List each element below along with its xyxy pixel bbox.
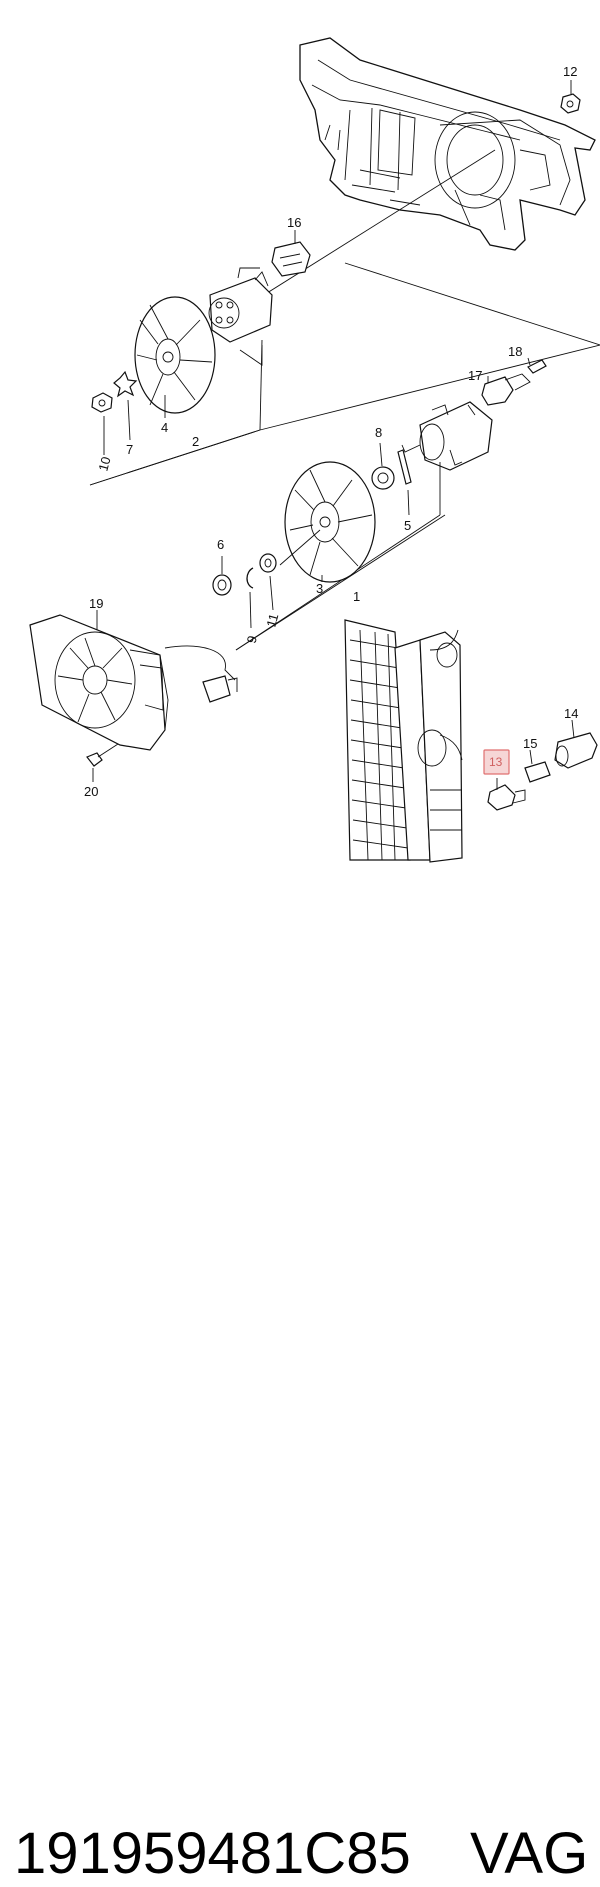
nut-12 — [560, 80, 581, 114]
connector-17 — [481, 373, 531, 406]
callout-19: 19 — [89, 596, 103, 611]
callout-8: 8 — [375, 425, 382, 440]
fan-assembly-1 — [212, 357, 547, 651]
callout-17: 17 — [468, 368, 482, 383]
callout-16: 16 — [287, 215, 301, 230]
temperature-switch-13 — [487, 778, 526, 811]
radiator — [344, 619, 463, 863]
callout-13-highlight — [483, 749, 510, 775]
callout-1: 1 — [353, 589, 360, 604]
radiator-support-frame — [299, 37, 596, 251]
callout-18: 18 — [508, 344, 522, 359]
callout-10: 10 — [95, 455, 113, 473]
footer: 191959481C85 VAG — [0, 905, 600, 1886]
callout-20: 20 — [84, 784, 98, 799]
callout-3: 3 — [316, 581, 323, 596]
part-number: 191959481C85 — [14, 1821, 411, 1886]
callout-12: 12 — [563, 64, 577, 79]
connector-15 — [524, 749, 551, 783]
callout-15: 15 — [523, 736, 537, 751]
callout-4: 4 — [161, 420, 168, 435]
brand-name: VAG — [470, 1821, 589, 1886]
callout-5: 5 — [404, 518, 411, 533]
callout-6: 6 — [217, 537, 224, 552]
boot-14 — [554, 719, 598, 769]
connector-16 — [271, 230, 311, 277]
callout-7: 7 — [126, 442, 133, 457]
callout-13: 13 — [489, 755, 503, 769]
callout-14: 14 — [564, 706, 578, 721]
exploded-parts-diagram: 1 2 3 4 5 6 7 8 9 10 11 12 13 14 15 16 1… — [29, 37, 600, 863]
fan-with-shroud-19 — [29, 610, 238, 782]
callout-2: 2 — [192, 434, 199, 449]
screw-18 — [527, 357, 547, 374]
callout-11: 11 — [263, 612, 281, 629]
callout-9: 9 — [244, 634, 260, 645]
callout-labels: 1 2 3 4 5 6 7 8 9 10 11 12 13 14 15 16 1… — [84, 64, 578, 799]
fan-assembly-2 — [89, 230, 311, 486]
